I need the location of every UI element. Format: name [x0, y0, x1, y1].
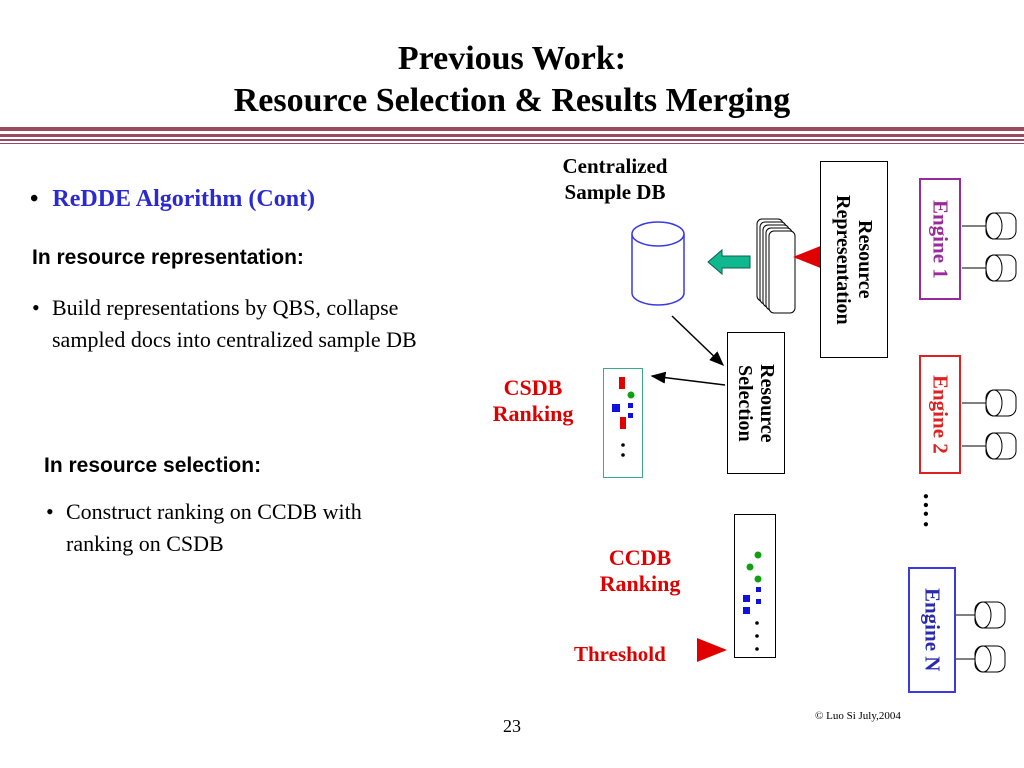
green-arrow: [707, 248, 751, 276]
engines-ellipsis: ….: [918, 492, 947, 531]
representation-heading: In resource representation:: [32, 246, 304, 269]
engine-2-label: Engine 2: [928, 375, 953, 454]
central-label-line-2: Sample DB: [564, 180, 666, 204]
central-label-line-1: Centralized: [562, 154, 668, 178]
title-line-1: Previous Work:: [397, 40, 627, 77]
csdb-ranking-label: CSDB Ranking: [478, 375, 588, 427]
ccdb-ranking-box: [734, 514, 776, 658]
resource-representation-text: Resource Representation: [832, 194, 876, 325]
main-bullet-text: ReDDE Algorithm (Cont): [52, 186, 316, 212]
engine2-db-2: [962, 432, 1017, 460]
selection-to-csdb-arrow: [650, 371, 726, 386]
db-to-selection-arrow: [671, 315, 725, 367]
ccdb-ranking-items: [743, 551, 762, 651]
selection-item-line-1: Construct ranking on CCDB with: [66, 499, 362, 524]
csdb-label-line-2: Ranking: [492, 401, 574, 426]
title-line-2: Resource Selection & Results Merging: [233, 82, 791, 119]
representation-item: •Build representations by QBS, collapse …: [32, 292, 552, 356]
engine-1-label: Engine 1: [928, 199, 953, 279]
sampled-docs-stack: [756, 218, 796, 314]
slide-title: Previous Work: Resource Selection & Resu…: [0, 38, 1024, 122]
engine-2-box: Engine 2: [919, 355, 961, 474]
centralized-sample-db-label: Centralized Sample DB: [540, 153, 690, 205]
enginen-db-2: [955, 645, 1006, 673]
page-number: 23: [503, 716, 521, 736]
main-bullet: • ReDDE Algorithm (Cont): [30, 186, 315, 213]
enginen-db-1: [955, 601, 1006, 629]
ccdb-ranking-label: CCDB Ranking: [580, 545, 700, 597]
sub-bullet-dot: •: [46, 499, 54, 524]
selection-item: • Construct ranking on CCDB with ranking …: [46, 496, 486, 560]
resource-representation-box: Resource Representation: [820, 161, 888, 358]
engine-n-box: Engine N: [908, 567, 956, 693]
csdb-ranking-box: [603, 368, 643, 478]
csdb-ranking-items: [612, 377, 635, 457]
sub-bullet-dot: •: [32, 295, 40, 320]
engine1-db-2: [962, 254, 1017, 282]
bullet-dot: •: [30, 186, 39, 212]
engine1-db-1: [962, 212, 1017, 240]
representation-item-line-2: sampled docs into centralized sample DB: [52, 327, 417, 352]
ccdb-label-line-1: CCDB: [608, 545, 672, 570]
resource-selection-text: Resource Selection: [734, 363, 778, 443]
selection-heading: In resource selection:: [44, 454, 262, 477]
centralized-db-cylinder: [631, 221, 685, 306]
threshold-label: Threshold: [574, 642, 666, 666]
representation-item-line-1: Build representations by QBS, collapse: [52, 295, 399, 320]
engine-n-label: Engine N: [920, 588, 945, 672]
title-rule: [0, 127, 1024, 144]
engine2-db-1: [962, 389, 1017, 417]
engine-db-icons: [955, 212, 1017, 673]
copyright-text: © Luo Si July,2004: [815, 710, 901, 722]
csdb-label-line-1: CSDB: [503, 375, 563, 400]
ccdb-label-line-2: Ranking: [599, 571, 681, 596]
engine-1-box: Engine 1: [919, 178, 961, 300]
selection-item-line-2: ranking on CSDB: [66, 531, 224, 556]
resource-selection-box: Resource Selection: [727, 332, 785, 474]
